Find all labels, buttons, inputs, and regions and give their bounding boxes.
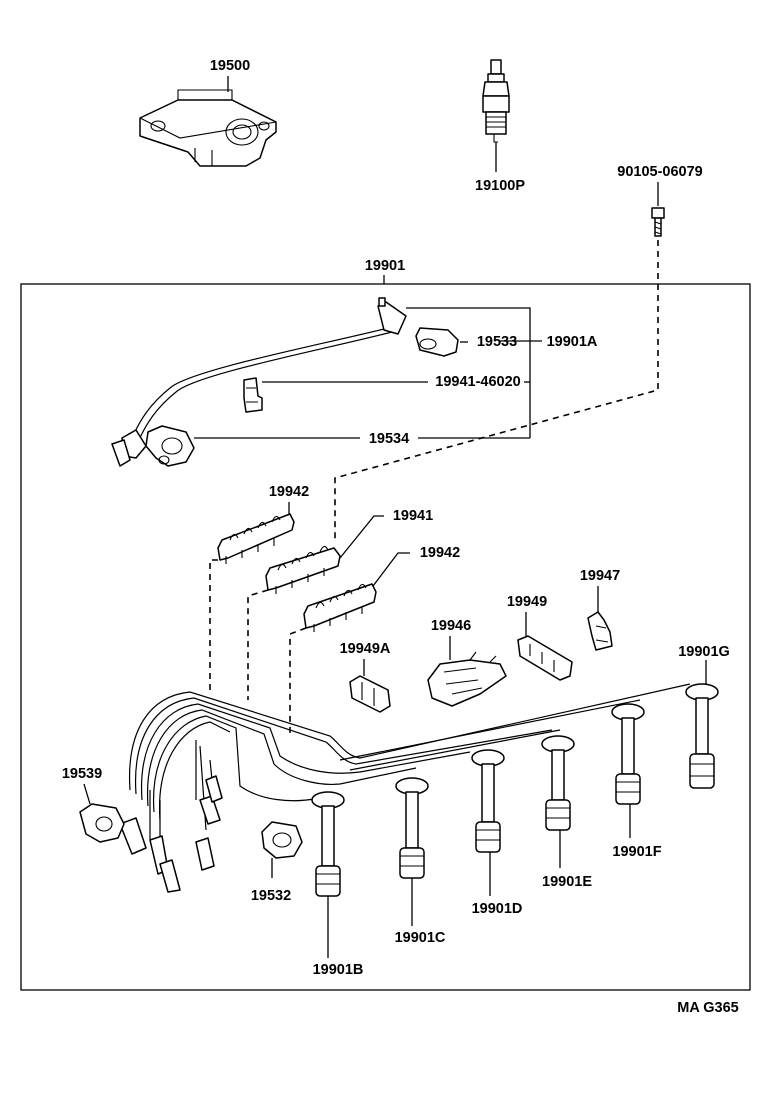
clamp-19946 [427, 651, 507, 707]
dash-19941 [247, 589, 269, 700]
label-19901C: 19901C [395, 930, 446, 946]
label-19539: 19539 [62, 766, 102, 782]
bracket-19901A [406, 307, 531, 438]
spark-plug-19100P [482, 59, 510, 143]
plug-boot-19901D [471, 749, 505, 853]
boot-19539 [79, 803, 125, 843]
label-19949: 19949 [507, 594, 547, 610]
leader-19539 [83, 783, 91, 805]
boot-19532 [261, 821, 303, 859]
wire-bundle [119, 683, 691, 893]
label-19946: 19946 [431, 618, 471, 634]
assembly-frame [20, 283, 751, 991]
diagram-reference: MA G365 [677, 1000, 739, 1016]
leader-19942-lower [369, 552, 410, 591]
label-19533: 19533 [477, 334, 517, 350]
label-19941-46020: 19941-46020 [435, 374, 520, 390]
boot-19534 [145, 425, 195, 467]
dash-bolt-to-clamp [334, 240, 659, 540]
label-19942-lower: 19942 [420, 545, 460, 561]
label-19941: 19941 [393, 508, 433, 524]
clip-19949A [349, 675, 391, 713]
label-19100P: 19100P [475, 178, 525, 194]
dash-19942-upper [209, 559, 218, 690]
plug-boot-19901G [685, 683, 719, 789]
label-19949A: 19949A [340, 641, 391, 657]
coil-wire-19901A [111, 297, 407, 467]
leader-19941 [339, 515, 384, 559]
label-19500: 19500 [210, 58, 250, 74]
label-19901: 19901 [365, 258, 405, 274]
label-19947: 19947 [580, 568, 620, 584]
label-19901D: 19901D [472, 901, 523, 917]
wire-clamp-19942-upper [217, 513, 295, 564]
plug-boot-19901C [395, 777, 429, 879]
label-19901G: 19901G [678, 644, 730, 660]
clamp-19941-46020 [243, 377, 263, 413]
wire-clamp-19942-lower [303, 583, 377, 632]
label-19901B: 19901B [313, 962, 364, 978]
label-19901A: 19901A [547, 334, 598, 350]
label-19901F: 19901F [612, 844, 661, 860]
plug-boot-19901E [541, 735, 575, 831]
label-19532: 19532 [251, 888, 291, 904]
plug-boot-19901B [311, 791, 345, 897]
label-19942-upper: 19942 [269, 484, 309, 500]
ignition-coil-19500 [139, 89, 277, 167]
plug-boot-19901F [611, 703, 645, 805]
dash-19942-lower [289, 627, 307, 736]
wire-clamp-19941 [265, 545, 341, 594]
label-19534: 19534 [369, 431, 409, 447]
label-19901E: 19901E [542, 874, 592, 890]
boot-19533 [415, 327, 459, 357]
clamp-19949 [517, 635, 573, 681]
label-90105-06079: 90105-06079 [617, 164, 702, 180]
bolt-90105-06079 [651, 207, 665, 237]
clip-19947 [587, 611, 613, 651]
